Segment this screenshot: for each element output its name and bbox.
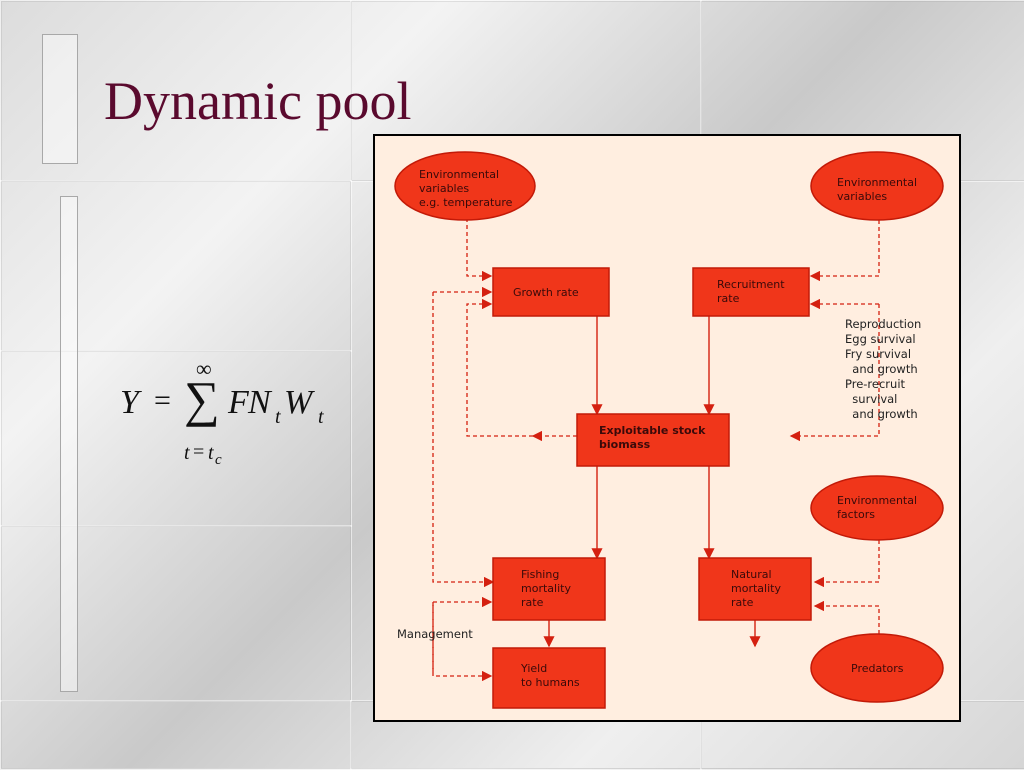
env-to-recruitment-arrow	[809, 220, 880, 282]
decorative-tab-left	[60, 196, 78, 692]
background-tile	[0, 525, 352, 702]
formula-n-sub: t	[275, 406, 281, 428]
env-factors-to-natural-arrow	[813, 540, 880, 588]
biomass-line2: biomass	[599, 438, 651, 451]
feedback-to-growth-arrow	[466, 298, 533, 437]
formula-w: W	[284, 384, 313, 421]
repro-line7: and growth	[845, 407, 918, 421]
natural-line2: mortality	[731, 582, 781, 595]
decorative-tab-top	[42, 34, 78, 164]
background-tile	[0, 350, 352, 527]
formula-lower-sub: c	[215, 452, 222, 468]
formula-w-sub: t	[318, 406, 324, 428]
repro-line3: Fry survival	[845, 347, 911, 361]
env-to-growth-arrow	[466, 218, 493, 282]
env-factors-line2: factors	[837, 508, 875, 521]
recruitment-rate-node	[692, 267, 810, 317]
predators-label: Predators	[851, 662, 904, 675]
feedback-to-fishing-arrow	[432, 292, 495, 588]
growth-rate-label: Growth rate	[513, 286, 579, 299]
repro-line6: survival	[845, 392, 897, 406]
background-tile	[0, 180, 352, 352]
formula-f: F	[228, 384, 249, 421]
yield-node	[492, 647, 606, 709]
recruitment-line2: rate	[717, 292, 740, 305]
formula-sum-symbol: ∑	[184, 371, 220, 427]
dynamic-pool-diagram: Environmental variables e.g. temperature…	[373, 134, 961, 722]
formula-y: Y	[120, 384, 139, 421]
formula-n: N	[248, 384, 271, 421]
fishing-line3: rate	[521, 596, 544, 609]
page-title: Dynamic pool	[104, 71, 412, 131]
predators-node	[810, 633, 944, 703]
repro-line5: Pre-recruit	[845, 377, 906, 391]
repro-to-biomass-arrow	[789, 304, 880, 442]
predators-to-natural-arrow	[813, 600, 880, 634]
formula-lower-tc: t	[208, 442, 214, 464]
fishing-mortality-node	[492, 557, 606, 621]
repro-line4: and growth	[845, 362, 918, 376]
formula-lower-eq: =	[193, 441, 205, 463]
recruitment-line1: Recruitment	[717, 278, 785, 291]
env-temp-line1: Environmental	[419, 168, 499, 181]
env-vars-line1: Environmental	[837, 176, 917, 189]
env-temperature-node	[394, 151, 536, 221]
fishing-line1: Fishing	[521, 568, 559, 581]
biomass-line1: Exploitable stock	[599, 424, 706, 437]
fishing-line2: mortality	[521, 582, 571, 595]
env-factors-node	[810, 475, 944, 541]
background-tile	[0, 0, 352, 182]
natural-mortality-node	[698, 557, 812, 621]
yield-formula: Y = ∞ ∑ t = t c F N t W t	[118, 356, 348, 472]
env-variables-node	[810, 151, 944, 221]
growth-rate-node	[492, 267, 610, 317]
management-label: Management	[397, 627, 473, 641]
management-to-yield-arrow	[432, 602, 493, 682]
yield-line2: to humans	[521, 676, 580, 689]
repro-line2: Egg survival	[845, 332, 916, 346]
yield-line1: Yield	[520, 662, 547, 675]
exploitable-biomass-node	[576, 413, 730, 467]
formula-lower-t: t	[184, 442, 190, 464]
env-factors-line1: Environmental	[837, 494, 917, 507]
repro-line1: Reproduction	[845, 317, 921, 331]
formula-equals: =	[154, 384, 171, 417]
env-temp-line2: variables	[419, 182, 469, 195]
diagram-canvas: Environmental variables e.g. temperature…	[394, 151, 944, 709]
formula-upper-limit: ∞	[196, 356, 212, 381]
env-vars-line2: variables	[837, 190, 887, 203]
natural-line3: rate	[731, 596, 754, 609]
background-tile	[0, 700, 352, 770]
natural-line1: Natural	[731, 568, 772, 581]
env-temp-line3: e.g. temperature	[419, 196, 513, 209]
